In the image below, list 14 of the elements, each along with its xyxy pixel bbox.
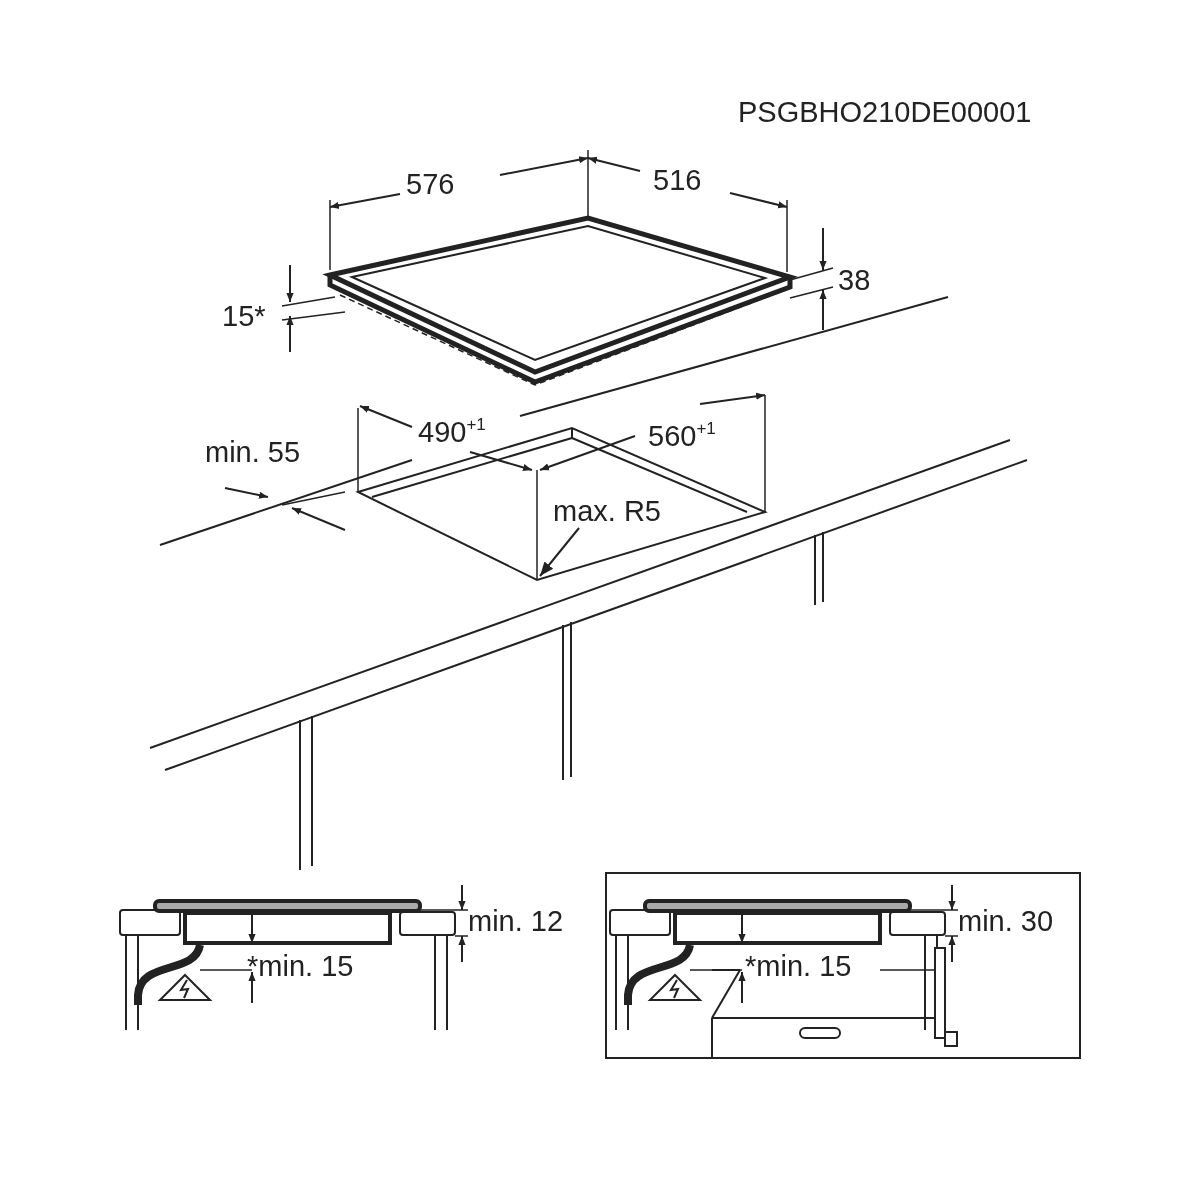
dimension-label: 560$^{+1}$ xyxy=(648,422,716,451)
dimension-label: 38 xyxy=(838,266,871,295)
dimension-label: 516 xyxy=(653,166,702,195)
callout-label: max. R5 xyxy=(553,497,661,526)
dimension-label: min. 12 xyxy=(468,907,564,936)
dimension-label: 490$^{+1}$ xyxy=(418,418,486,447)
drawing-number: PSGBHO210DE00001 xyxy=(738,98,1032,127)
dimension-label: min. 55 xyxy=(205,438,301,467)
dimension-label: *min. 15 xyxy=(247,952,354,981)
leader-line xyxy=(539,527,580,577)
dimension-label: *min. 15 xyxy=(745,952,852,981)
dimension-label: min. 30 xyxy=(958,907,1054,936)
dimension-label: 576 xyxy=(406,170,455,199)
dimension-label: 15* xyxy=(222,302,266,331)
